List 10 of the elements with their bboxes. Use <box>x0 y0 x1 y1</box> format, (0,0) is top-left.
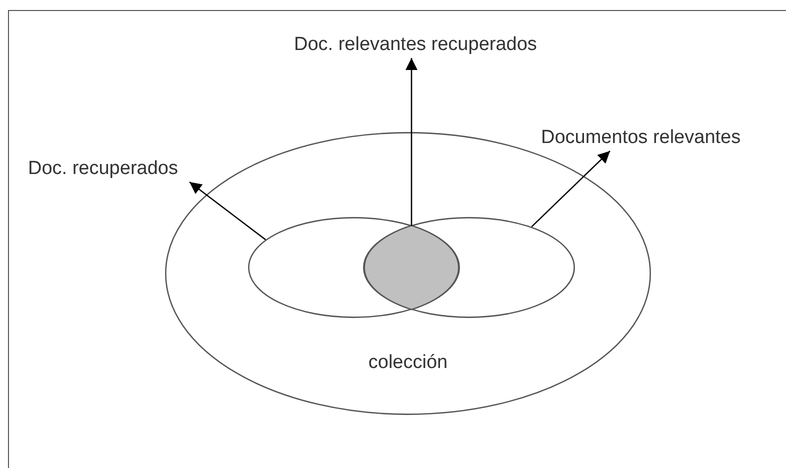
callout-label: Doc. relevantes recuperados <box>294 34 546 58</box>
set-ellipse <box>248 217 460 318</box>
arrow <box>531 150 610 228</box>
callout-label: Documentos relevantes <box>541 127 751 151</box>
set-ellipse <box>363 217 575 318</box>
callout-label: Doc. recuperados <box>28 158 190 182</box>
intersection-lens <box>363 225 460 310</box>
arrow <box>189 181 266 240</box>
set-label: colección <box>368 352 448 374</box>
arrow <box>406 58 418 226</box>
